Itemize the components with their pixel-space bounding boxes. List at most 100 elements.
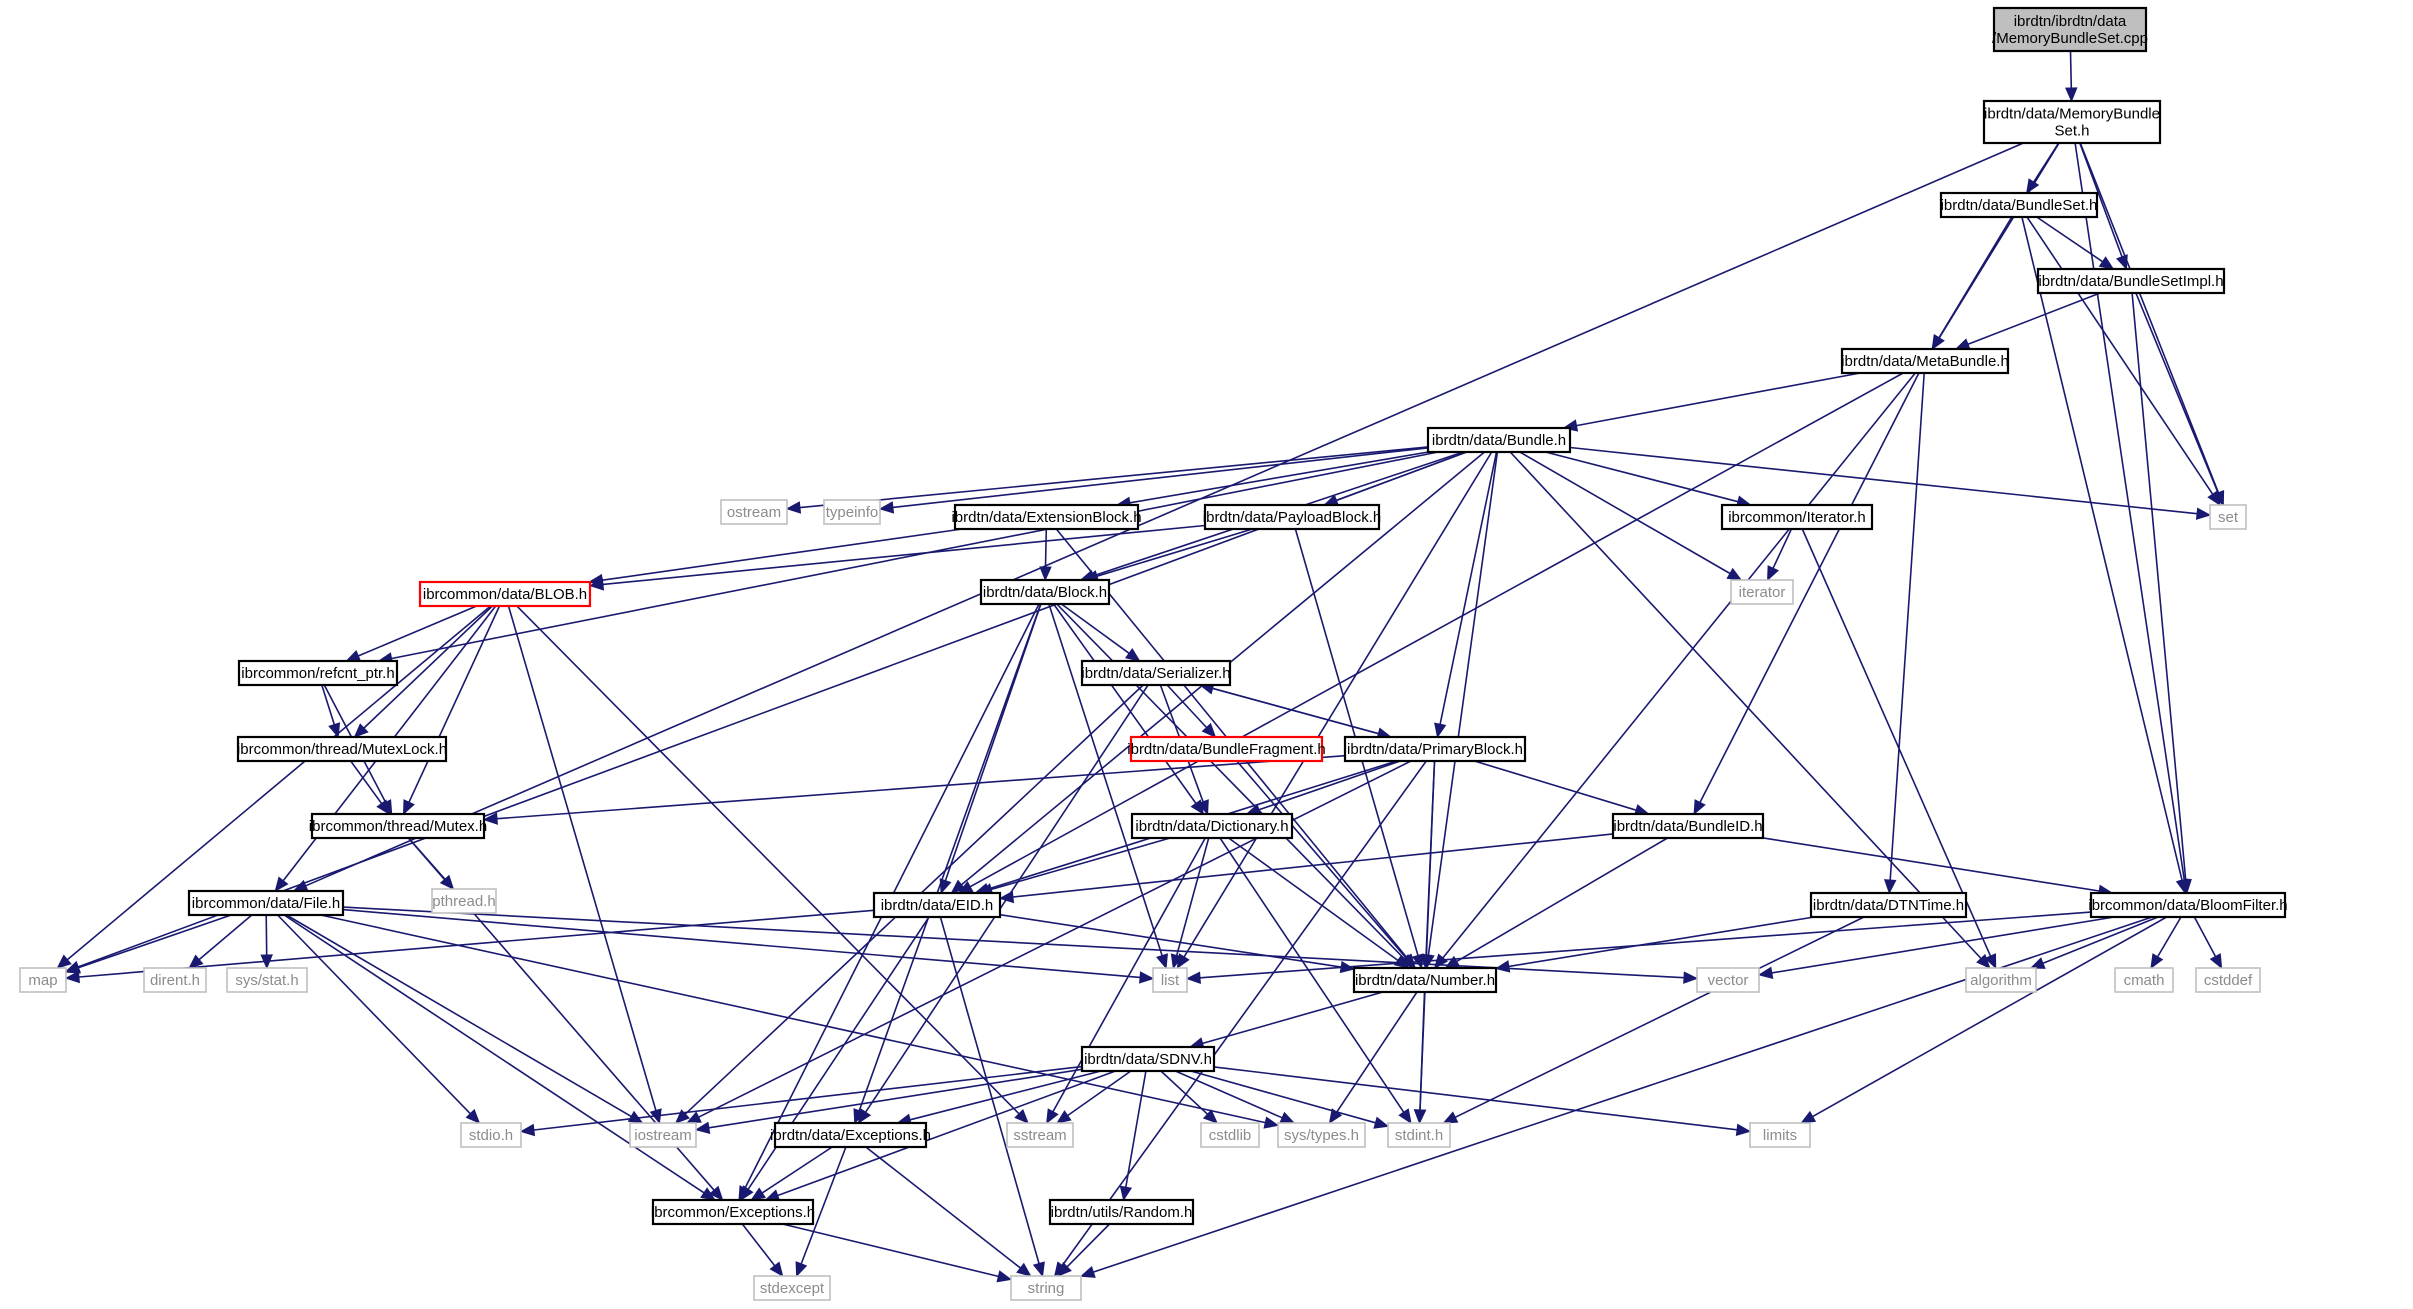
node-dict[interactable]: ibrdtn/data/Dictionary.h — [1130, 812, 1294, 840]
edge-arrowhead — [857, 1108, 872, 1125]
node-bundle[interactable]: ibrdtn/data/Bundle.h — [1426, 426, 1572, 454]
node-mutex[interactable]: ibrcommon/thread/Mutex.h — [309, 812, 487, 840]
node-box — [1965, 967, 2037, 993]
node-mutexlock[interactable]: ibrcommon/thread/MutexLock.h — [236, 735, 448, 763]
node-label: dirent.h — [150, 972, 200, 989]
edge-iterh-to-algorithm — [1801, 528, 1997, 970]
edge-line — [2193, 916, 2217, 957]
node-box — [2089, 891, 2287, 919]
edge-bundle-to-set — [1569, 446, 2212, 520]
edge-line — [198, 914, 253, 961]
edge-line — [1183, 451, 1493, 958]
node-serializer[interactable]: ibrdtn/data/Serializer.h — [1080, 659, 1232, 687]
node-sdnv[interactable]: ibrdtn/data/SDNV.h — [1080, 1045, 1216, 1073]
edge-exceptions-to-cexceptions — [750, 1146, 833, 1201]
edge-bundle-to-ostream — [785, 446, 1429, 514]
node-label: ibrdtn/data/BundleSetImpl.h — [2038, 273, 2223, 290]
node-blob[interactable]: ibrcommon/data/BLOB.h — [418, 580, 592, 608]
node-label: ibrdtn/data/MemoryBundle — [1984, 106, 2160, 123]
node-eid[interactable]: ibrdtn/data/EID.h — [872, 891, 1002, 919]
edge-line — [1213, 1066, 1738, 1131]
node-label: sstream — [1013, 1127, 1066, 1144]
edge-eid-to-map — [64, 909, 875, 984]
edge-arrowhead — [1046, 1108, 1059, 1125]
edge-file-to-cexceptions — [283, 914, 716, 1201]
node-label: cstddef — [2204, 972, 2253, 989]
edge-arrowhead — [2150, 953, 2164, 970]
node-box — [1696, 967, 1760, 993]
node-box — [187, 889, 345, 917]
node-label: Set.h — [2054, 123, 2089, 140]
node-cexceptions[interactable]: ibrcommon/Exceptions.h — [651, 1198, 815, 1226]
edge-payload-to-blob — [588, 524, 1206, 591]
node-exceptions[interactable]: ibrdtn/data/Exceptions.h — [770, 1121, 931, 1149]
edge-line — [1060, 603, 1130, 654]
node-label: set — [2218, 509, 2239, 526]
edge-arrowhead — [274, 876, 289, 893]
edge-line — [991, 837, 1171, 891]
node-label: ibrdtn/data/Block.h — [983, 584, 1107, 601]
node-root[interactable]: ibrdtn/ibrdtn/data/MemoryBundleSet.cpp — [1992, 6, 2148, 53]
edge-bloom-to-limits — [1800, 916, 2168, 1124]
edge-file-to-sysstat — [260, 914, 273, 970]
edge-refcnt-to-mutexlock — [321, 684, 341, 739]
edge-sdnv-to-stdio — [519, 1065, 1083, 1137]
node-payload[interactable]: ibrdtn/data/PayloadBlock.h — [1203, 503, 1381, 531]
node-label: /MemoryBundleSet.cpp — [1992, 30, 2148, 47]
node-meta[interactable]: ibrdtn/data/MetaBundle.h — [1840, 347, 2010, 375]
node-box — [1982, 99, 2162, 145]
node-file[interactable]: ibrcommon/data/File.h — [187, 889, 345, 917]
node-number[interactable]: ibrdtn/data/Number.h — [1352, 966, 1498, 994]
edge-line — [939, 916, 1040, 1264]
edge-arrowhead — [56, 954, 72, 969]
node-iterh[interactable]: ibrcommon/Iterator.h — [1720, 503, 1874, 531]
node-box — [226, 967, 308, 993]
edge-line — [1129, 451, 1429, 504]
node-bsimpl[interactable]: ibrdtn/data/BundleSetImpl.h — [2036, 267, 2226, 295]
node-box — [236, 735, 448, 763]
edge-line — [1044, 528, 1048, 568]
node-bundleid[interactable]: ibrdtn/data/BundleID.h — [1611, 812, 1765, 840]
node-box — [1720, 503, 1874, 531]
node-label: ibrcommon/Exceptions.h — [651, 1204, 815, 1221]
edge-arrowhead — [1279, 1111, 1296, 1124]
node-label: ibrdtn/data/Number.h — [1355, 972, 1495, 989]
edge-arrowhead — [1494, 960, 1511, 973]
node-extblock[interactable]: ibrdtn/data/ExtensionBlock.h — [951, 503, 1142, 531]
node-label: ibrcommon/Iterator.h — [1728, 509, 1866, 526]
node-random[interactable]: ibrdtn/utils/Random.h — [1048, 1198, 1195, 1226]
node-bloom[interactable]: ibrcommon/data/BloomFilter.h — [2088, 891, 2288, 919]
node-refcnt[interactable]: ibrcommon/refcnt_ptr.h — [237, 659, 399, 687]
edge-arrowhead — [1931, 334, 1945, 351]
edge-arrowhead — [1156, 953, 1168, 970]
edge-line — [342, 906, 1685, 979]
edge-arrowhead — [1398, 1108, 1412, 1125]
edge-arrowhead — [709, 1185, 724, 1201]
node-bset[interactable]: ibrdtn/data/BundleSet.h — [1939, 191, 2099, 219]
edge-arrowhead — [1976, 953, 1991, 969]
node-box — [1611, 812, 1765, 840]
edge-arrowhead — [950, 879, 966, 894]
edge-line — [1569, 446, 2198, 515]
node-primary[interactable]: ibrdtn/data/PrimaryBlock.h — [1343, 735, 1527, 763]
edge-line — [350, 760, 383, 804]
edge-arrowhead — [1014, 1109, 1030, 1124]
edge-line — [782, 1223, 999, 1278]
node-block[interactable]: ibrdtn/data/Block.h — [979, 578, 1111, 606]
node-dtntime[interactable]: ibrdtn/data/DTNTime.h — [1809, 891, 1968, 919]
node-label: iostream — [634, 1127, 692, 1144]
node-box — [1343, 735, 1527, 763]
edge-line — [2069, 50, 2073, 89]
node-box — [2114, 967, 2174, 993]
edge-meta-to-dtntime — [1883, 372, 1925, 895]
node-fragment[interactable]: ibrdtn/data/BundleFragment.h — [1127, 735, 1326, 763]
edge-blob-to-map — [56, 605, 492, 969]
node-mbs[interactable]: ibrdtn/data/MemoryBundleSet.h — [1982, 99, 2162, 145]
edge-sdnv-to-stdint — [1190, 1070, 1390, 1129]
node-layer: ibrdtn/ibrdtn/data/MemoryBundleSet.cpp ib… — [19, 6, 2288, 1301]
node-label: ibrdtn/data/ExtensionBlock.h — [951, 509, 1141, 526]
edge-line — [1096, 528, 1253, 577]
edge-line — [1236, 760, 1407, 959]
node-label: ibrcommon/thread/Mutex.h — [309, 818, 487, 835]
edge-line — [496, 754, 1346, 820]
